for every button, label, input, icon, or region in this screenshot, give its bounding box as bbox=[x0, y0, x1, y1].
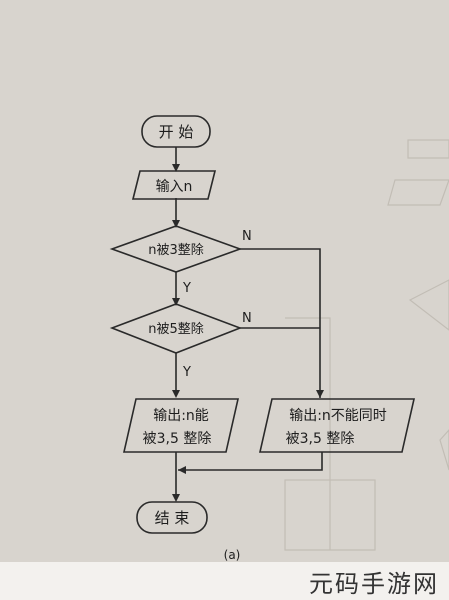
output-yes-line1: 输出:n能 bbox=[153, 408, 209, 424]
connectors bbox=[172, 147, 324, 502]
input-label: 输入n bbox=[156, 179, 193, 195]
output-no-box bbox=[258, 398, 416, 453]
decision-div3 bbox=[109, 225, 243, 273]
watermark-text: 元码手游网 bbox=[309, 570, 439, 598]
output-no-line2: 被3,5 整除 bbox=[286, 431, 355, 447]
figure-caption: (a) bbox=[224, 548, 241, 562]
background-bleed bbox=[284, 139, 449, 551]
decision-div5 bbox=[109, 303, 243, 354]
input-parallelogram bbox=[131, 170, 217, 200]
start-terminal bbox=[141, 115, 211, 148]
flowchart-canvas: 开 始 输入n n被3整除 n被5整除 Y Y N N 输出:n能 被3,5 整… bbox=[109, 115, 449, 562]
decision2-label: n被5整除 bbox=[148, 322, 204, 337]
output-no-line1: 输出:n不能同时 bbox=[289, 408, 387, 424]
no-label-2: N bbox=[242, 311, 252, 326]
watermark-bar: 元码手游网 bbox=[0, 562, 449, 600]
decision1-label: n被3整除 bbox=[148, 243, 204, 258]
yes-label-1: Y bbox=[182, 281, 191, 296]
yes-label-2: Y bbox=[182, 365, 191, 380]
end-terminal bbox=[136, 501, 208, 534]
output-yes-line2: 被3,5 整除 bbox=[143, 431, 212, 447]
output-yes-box bbox=[122, 398, 240, 453]
start-label: 开 始 bbox=[159, 123, 194, 141]
end-label: 结 束 bbox=[155, 509, 190, 527]
no-label-1: N bbox=[242, 229, 252, 244]
